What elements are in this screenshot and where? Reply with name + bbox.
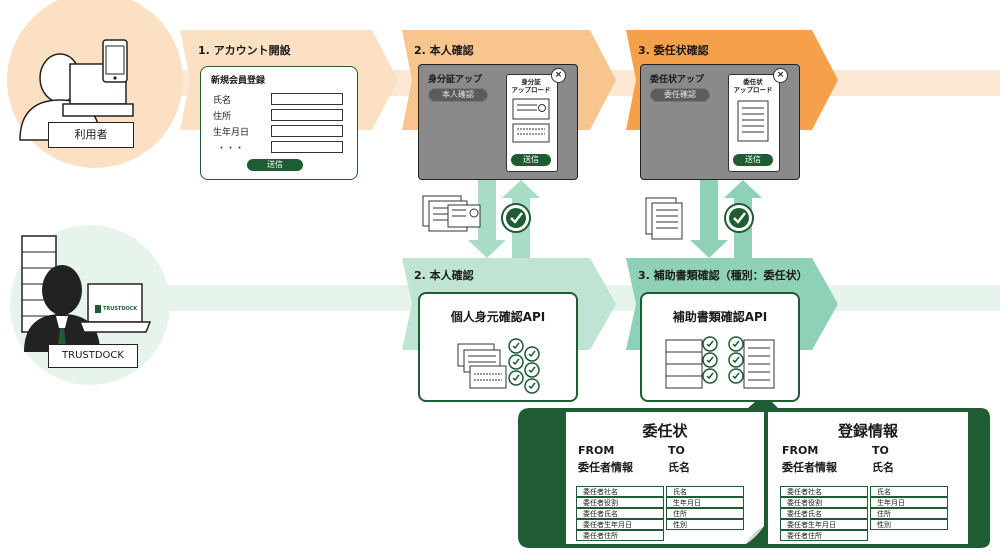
id-verify-button[interactable]: 本人確認 — [428, 88, 488, 102]
signup-form-title: 新規会員登録 — [211, 76, 266, 86]
identity-api-title: 個人身元確認API — [450, 310, 546, 324]
registration-to-table: 氏名 生年月日 住所 性別 — [870, 486, 948, 530]
field-label-address: 住所 — [213, 112, 232, 122]
id-documents-icon — [422, 195, 481, 232]
signup-submit-button[interactable]: 送信 — [247, 159, 303, 171]
proxy-detail-title: 委任状 — [642, 422, 688, 440]
id-upload-phone-title: 身分証 アップロード — [511, 78, 551, 94]
table-cell: 生年月日 — [870, 497, 948, 508]
proxy-to-sub: 氏名 — [668, 461, 690, 474]
table-cell: 性別 — [666, 519, 744, 530]
user-label-box: 利用者 — [48, 122, 134, 148]
table-cell: 氏名 — [666, 486, 744, 497]
proxy-send-button[interactable]: 送信 — [733, 154, 773, 166]
table-cell: 委任者氏名 — [780, 508, 868, 519]
registration-from-sub: 委任者情報 — [782, 461, 837, 474]
proxy-detail-sheet: 委任状 FROM 委任者情報 TO 氏名 委任者社名 委任者役割 委任者氏名 委… — [566, 412, 764, 544]
trustdock-label-box: TRUSTDOCK — [48, 344, 138, 368]
table-cell: 委任者社名 — [780, 486, 868, 497]
table-cell: 委任者役割 — [780, 497, 868, 508]
step1-title: 1. アカウント開設 — [198, 44, 291, 57]
table-cell: 委任者社名 — [576, 486, 664, 497]
table-cell: 氏名 — [870, 486, 948, 497]
identity-api-card: 個人身元確認API — [418, 292, 578, 402]
close-icon[interactable]: × — [551, 68, 566, 83]
field-label-birthdate: 生年月日 — [213, 128, 250, 138]
proxy-upload-title: 委任状アップ — [650, 75, 705, 85]
field-label-more: ・・・ — [217, 144, 245, 154]
proxy-verify-button[interactable]: 委任確認 — [650, 88, 710, 102]
table-cell: 委任者住所 — [780, 530, 868, 541]
check-circle-icon — [724, 203, 754, 233]
check-circle-icon — [501, 203, 531, 233]
proxy-from-sub: 委任者情報 — [578, 461, 633, 474]
table-cell: 住所 — [666, 508, 744, 519]
id-send-button[interactable]: 送信 — [511, 154, 551, 166]
proxy-upload-phone-title: 委任状 アップロード — [733, 78, 773, 94]
proxy-from-table: 委任者社名 委任者役割 委任者氏名 委任者生年月日 委任者住所 — [576, 486, 664, 541]
proxy-documents-icon — [645, 197, 683, 240]
table-cell: 生年月日 — [666, 497, 744, 508]
signup-form: 新規会員登録 氏名 住所 生年月日 ・・・ 送信 — [200, 66, 358, 180]
table-cell: 委任者生年月日 — [780, 519, 868, 530]
trustdock-label: TRUSTDOCK — [62, 350, 124, 361]
table-cell: 委任者住所 — [576, 530, 664, 541]
more-input[interactable] — [271, 141, 343, 153]
user-label: 利用者 — [74, 128, 108, 141]
docs-check-icon — [665, 336, 775, 389]
registration-to-label: TO — [872, 444, 889, 457]
registration-to-sub: 氏名 — [872, 461, 894, 474]
identity-check-icon — [457, 338, 540, 394]
field-label-name: 氏名 — [213, 96, 232, 106]
laptop-icon — [78, 283, 152, 333]
table-cell: 住所 — [870, 508, 948, 519]
smartphone-icon — [102, 39, 128, 83]
document-icon — [737, 100, 769, 142]
step3-title: 3. 委任状確認 — [638, 44, 709, 57]
birthdate-input[interactable] — [271, 125, 343, 137]
page-curl-icon — [746, 526, 764, 544]
table-cell: 委任者生年月日 — [576, 519, 664, 530]
proxy-from-label: FROM — [578, 444, 615, 457]
api-step3-title: 3. 補助書類確認（種別：委任状） — [638, 269, 808, 282]
name-input[interactable] — [271, 93, 343, 105]
registration-detail-sheet: 登録情報 FROM 委任者情報 TO 氏名 委任者社名 委任者役割 委任者氏名 … — [768, 412, 968, 544]
arrow-down-step3 — [690, 180, 728, 258]
docs-api-title: 補助書類確認API — [672, 310, 768, 324]
step2-title: 2. 本人確認 — [414, 44, 474, 57]
close-icon[interactable]: × — [773, 68, 788, 83]
id-card-icon — [512, 98, 550, 143]
arrow-down-step2 — [468, 180, 506, 258]
docs-api-card: 補助書類確認API — [640, 292, 800, 402]
table-cell: 委任者氏名 — [576, 508, 664, 519]
address-input[interactable] — [271, 109, 343, 121]
registration-from-table: 委任者社名 委任者役割 委任者氏名 委任者生年月日 委任者住所 — [780, 486, 868, 541]
laptop-brand: TRUSTDOCK — [103, 306, 138, 312]
registration-from-label: FROM — [782, 444, 819, 457]
proxy-to-label: TO — [668, 444, 685, 457]
id-upload-title: 身分証アップ — [428, 75, 483, 85]
proxy-to-table: 氏名 生年月日 住所 性別 — [666, 486, 744, 530]
api-step2-title: 2. 本人確認 — [414, 269, 474, 282]
table-cell: 性別 — [870, 519, 948, 530]
table-cell: 委任者役割 — [576, 497, 664, 508]
registration-detail-title: 登録情報 — [837, 422, 898, 440]
